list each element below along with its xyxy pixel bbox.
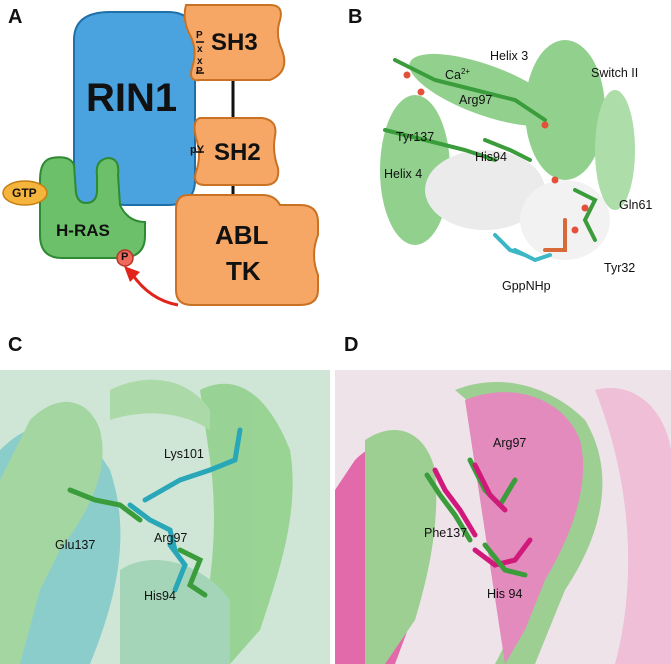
b-tyr137-label: Tyr137: [396, 130, 435, 144]
d-arg97-label: Arg97: [493, 436, 527, 450]
py-label: pY: [190, 144, 205, 156]
sh2-domain: [193, 117, 280, 186]
panel-c-structure: [0, 370, 330, 664]
b-switch2-label: Switch II: [591, 66, 639, 80]
b-helix4-label: Helix 4: [384, 167, 423, 181]
abl-tk-domain: [175, 194, 319, 306]
sh3-label: SH3: [211, 29, 258, 56]
panel-c-label: C: [8, 334, 23, 356]
panel-d-label: D: [344, 334, 359, 356]
pxxp-p2: P: [196, 66, 203, 77]
pxxp-x2: x: [197, 56, 203, 67]
c-glu137-label: Glu137: [55, 538, 96, 552]
sh2-label: SH2: [214, 139, 261, 166]
c-ribbons: [0, 379, 293, 664]
b-helix3-label: Helix 3: [490, 49, 529, 63]
gtp-label: GTP: [12, 186, 37, 200]
pxxp-x1: x: [197, 44, 203, 55]
b-his94-label: His94: [475, 150, 507, 164]
sh3-domain: [183, 4, 286, 82]
hras-domain: [39, 156, 146, 259]
pxxp-p1: P: [196, 30, 203, 41]
panel-d: D Arg97 Phe137 His 94: [335, 330, 671, 664]
panel-a-schematic: [2, 4, 319, 307]
arrow-head: [124, 266, 140, 282]
panel-b: B Helix 3 Switch II Ca2+ Arg97 Tyr: [335, 0, 671, 330]
phospho-label: P: [121, 251, 129, 263]
hras-label: H-RAS: [56, 221, 110, 240]
c-lys101-label: Lys101: [164, 447, 204, 461]
b-gppnhp-label: GppNHp: [502, 279, 551, 293]
c-arg97-label: Arg97: [154, 531, 188, 545]
b-gln61-label: Gln61: [619, 198, 653, 212]
gtp-ellipse: [2, 180, 48, 206]
rin1-label: RIN1: [86, 76, 178, 120]
b-tyr32-label: Tyr32: [604, 261, 636, 275]
panel-d-structure: [335, 370, 671, 664]
water-spheres: [403, 71, 589, 234]
phospho-circle: [116, 249, 134, 267]
panel-a: A RIN1 SH3 SH2 ABL TK H-RAS GTP P P x x …: [0, 0, 330, 330]
phosphorylation-arrow: [130, 273, 179, 307]
side-chains: [383, 58, 598, 263]
b-ca-sup: 2+: [460, 67, 471, 76]
panel-b-label: B: [348, 6, 363, 28]
panel-b-structure: [380, 40, 635, 263]
d-phe137-label: Phe137: [424, 526, 468, 540]
abl-label: ABL: [215, 220, 269, 250]
d-his94-label: His 94: [487, 587, 523, 601]
b-arg97-label: Arg97: [459, 93, 493, 107]
panel-a-label: A: [8, 6, 23, 28]
c-sidechains: [67, 427, 243, 598]
d-sidechains: [424, 457, 533, 578]
b-ca-label: Ca2+: [445, 67, 470, 82]
b-ca-text: Ca: [445, 68, 461, 83]
panel-c: C Lys101 Glu137 Arg97 His94: [0, 330, 330, 664]
tk-label: TK: [226, 256, 261, 286]
d-ribbons: [335, 381, 671, 664]
c-his94-label: His94: [144, 589, 176, 603]
